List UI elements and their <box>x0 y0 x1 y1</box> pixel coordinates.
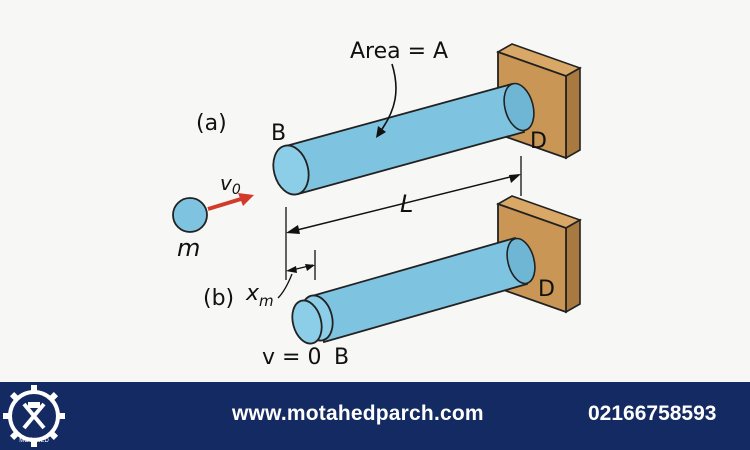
upper-bar <box>272 82 535 196</box>
mass-label: m <box>177 234 200 262</box>
lower-end-b-label: B <box>334 345 349 370</box>
xm-label: xm <box>245 281 274 310</box>
upper-wall-d-label: D <box>530 129 547 154</box>
area-label: Area = A <box>350 39 448 64</box>
velocity-arrow <box>207 193 254 211</box>
length-dimension <box>285 156 522 280</box>
area-leader-line <box>379 63 397 133</box>
upper-end-b-label: B <box>271 121 286 146</box>
length-label: L <box>400 190 413 218</box>
lower-bar <box>291 236 536 345</box>
xm-dimension <box>277 250 316 299</box>
website-link[interactable]: www.motahedparch.com <box>232 402 484 425</box>
logo-text: MOTAHED <box>19 438 49 444</box>
impact-diagram: Area = A (a) B D v0 m L (b) xm D v = 0 B <box>172 39 582 370</box>
part-a-label: (a) <box>196 111 227 136</box>
lower-wall-d-label: D <box>538 277 555 302</box>
area-leader-arrowhead <box>376 126 386 138</box>
brand-logo: MOTAHED <box>3 385 65 447</box>
phone-number: 02166758593 <box>588 402 717 425</box>
velocity-label: v0 <box>220 171 241 198</box>
part-b-label: (b) <box>203 286 234 311</box>
mass-ball <box>172 197 208 233</box>
velocity-zero-label: v = 0 <box>262 345 321 370</box>
footer-bar: MOTAHED www.motahedparch.com 02166758593 <box>0 382 750 450</box>
